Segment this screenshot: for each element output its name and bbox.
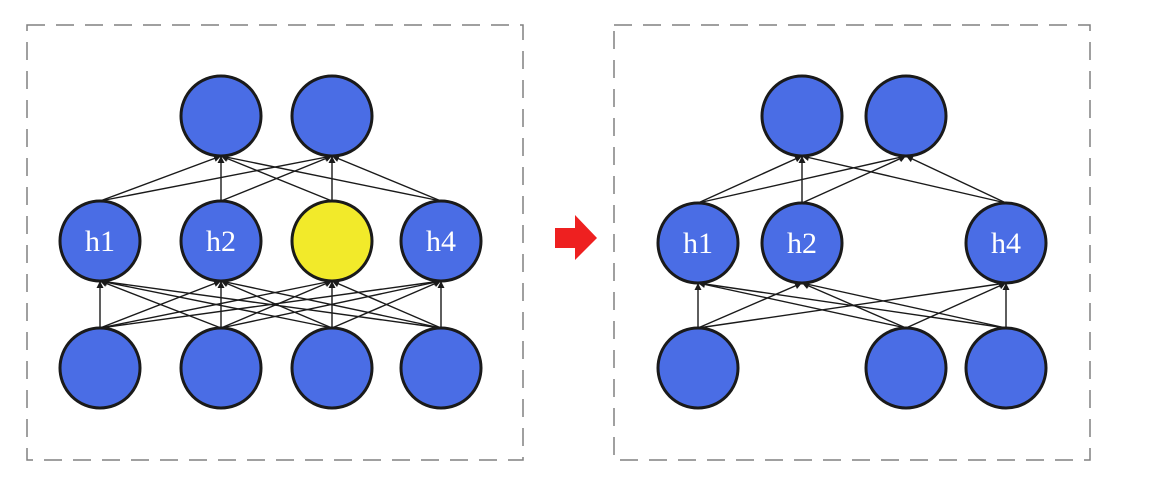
node-output-o2 xyxy=(864,74,948,158)
nodes: h1 h2 h4 xyxy=(58,74,483,410)
node-circle xyxy=(399,199,483,283)
panel-frame-before xyxy=(26,24,524,461)
node-circle xyxy=(58,326,142,410)
node-input-i1 xyxy=(58,326,142,410)
network-after-dropout: h1 h2 h4 xyxy=(656,74,1048,410)
node-hidden-h1: h1 xyxy=(58,199,142,283)
edge-h4-o2 xyxy=(905,155,1007,204)
nodes: h1 h2 h4 xyxy=(656,74,1048,410)
node-output-o2 xyxy=(290,74,374,158)
node-circle xyxy=(290,326,374,410)
edge-h4-o1 xyxy=(801,154,1007,204)
node-label: h4 xyxy=(426,225,456,258)
node-circle xyxy=(964,326,1048,410)
edge-i2-h1 xyxy=(99,280,222,329)
node-hidden-h4: h4 xyxy=(399,199,483,283)
edge-i4-h3 xyxy=(331,280,442,329)
edge-i4-h1 xyxy=(697,280,1007,329)
node-circle xyxy=(864,74,948,158)
edge-i3-h1 xyxy=(99,278,333,329)
edge-h1-o1 xyxy=(99,155,222,202)
dropped-node-hidden-h3 xyxy=(290,199,374,283)
edges xyxy=(96,153,445,329)
node-label: h2 xyxy=(787,227,817,260)
node-circle xyxy=(399,326,483,410)
edge-h1-o1 xyxy=(697,155,803,204)
node-circle xyxy=(290,74,374,158)
node-output-o1 xyxy=(179,74,263,158)
node-circle xyxy=(864,326,948,410)
node-output-o1 xyxy=(760,74,844,158)
edge-h2-o2 xyxy=(801,155,907,204)
edge-i1-h2 xyxy=(697,282,803,329)
edges xyxy=(694,154,1010,329)
node-input-i4 xyxy=(964,326,1048,410)
edge-i3-h4 xyxy=(905,282,1007,329)
node-input-i4 xyxy=(399,326,483,410)
edge-i3-h1 xyxy=(697,281,907,329)
node-circle xyxy=(179,199,263,283)
node-input-i2 xyxy=(179,326,263,410)
node-label: h2 xyxy=(206,225,236,258)
network-before-dropout: h1 h2 h4 xyxy=(58,74,483,410)
node-circle xyxy=(58,199,142,283)
edge-i4-h2 xyxy=(220,279,442,329)
node-circle xyxy=(290,199,374,283)
node-input-i3 xyxy=(864,326,948,410)
node-hidden-h2: h2 xyxy=(760,201,844,285)
node-hidden-h4: h4 xyxy=(964,201,1048,285)
node-circle xyxy=(656,326,740,410)
node-input-i3 xyxy=(290,326,374,410)
edge-h3-o1 xyxy=(220,155,333,202)
edge-h4-o2 xyxy=(331,155,442,202)
node-circle xyxy=(760,74,844,158)
node-input-i1 xyxy=(656,326,740,410)
node-circle xyxy=(656,201,740,285)
edge-i3-h2 xyxy=(220,280,333,329)
node-circle xyxy=(760,201,844,285)
node-label: h1 xyxy=(683,227,713,260)
node-hidden-h1: h1 xyxy=(656,201,740,285)
edge-h4-o1 xyxy=(220,153,442,202)
edge-i4-h2 xyxy=(801,281,1007,329)
right-arrow-icon xyxy=(555,215,597,260)
panel-frame-after xyxy=(613,24,1091,461)
edge-h1-o2 xyxy=(99,153,333,202)
node-hidden-h2: h2 xyxy=(179,199,263,283)
node-label: h1 xyxy=(85,225,115,258)
edge-i4-h1 xyxy=(99,278,442,329)
node-label: h4 xyxy=(991,227,1021,260)
node-circle xyxy=(964,201,1048,285)
node-circle xyxy=(179,74,263,158)
node-circle xyxy=(179,326,263,410)
